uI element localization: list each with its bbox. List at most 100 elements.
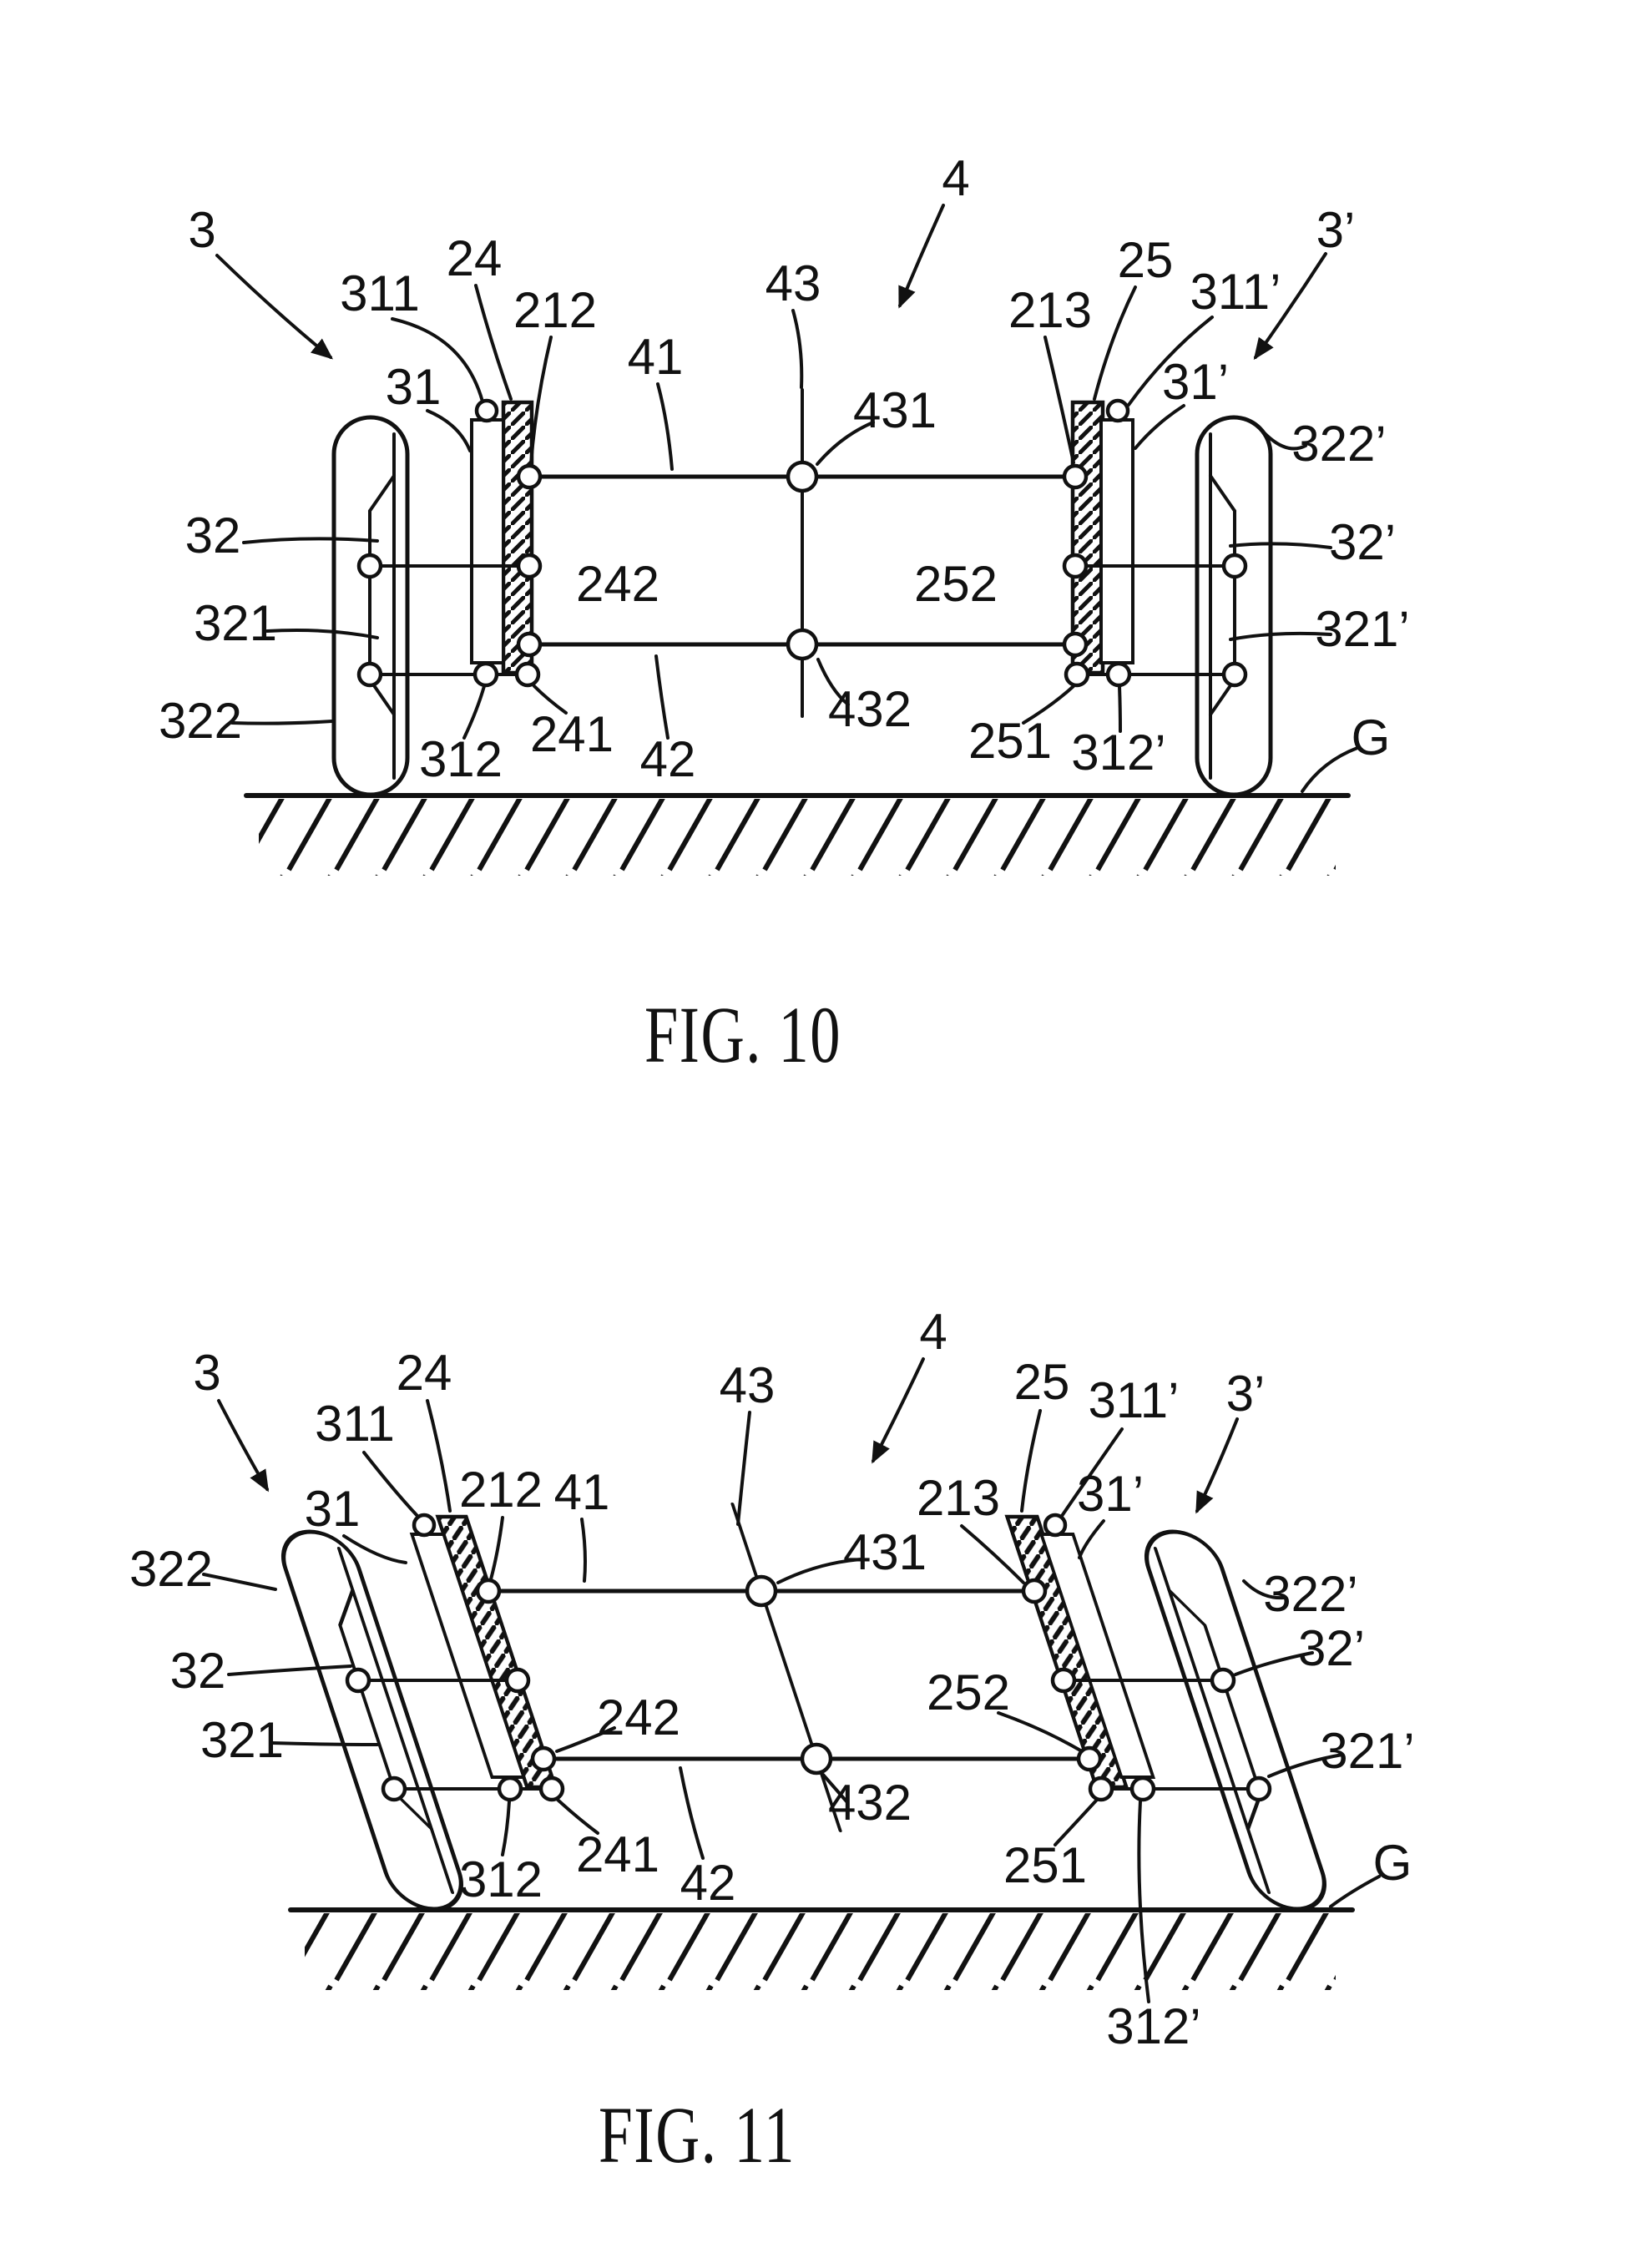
fig11-label-321: 321 [200, 1712, 284, 1768]
fig10-label-32-prime: 32’ [1329, 514, 1396, 570]
fig11-label-25: 25 [1014, 1354, 1070, 1410]
fig11-label-311: 311 [315, 1396, 395, 1452]
fig10-label-312: 312 [419, 731, 503, 787]
joint-431 [786, 460, 819, 493]
fig10-arrow-4 [898, 204, 945, 309]
joint-252 [1076, 1745, 1103, 1772]
fig11-label-432: 432 [828, 1775, 912, 1831]
fig10-label-242: 242 [576, 556, 659, 612]
fig10-label-41: 41 [628, 329, 684, 385]
fig11-labels: 3 24 311 212 41 43 4 213 25 311’ 3’ 31 3… [129, 1304, 1415, 2054]
fig10-ground-hatching [259, 799, 1336, 876]
joint-right-hub-upper [1221, 553, 1248, 579]
joint-right-hub-upper [1210, 1667, 1236, 1694]
joint-right-upper-arm [1062, 553, 1089, 579]
fig11-arrow-4 [872, 1357, 925, 1464]
fig11-label-24: 24 [397, 1345, 452, 1401]
fig11-ground [288, 1907, 1355, 1990]
fig10-label-42: 42 [640, 731, 696, 787]
fig10-arrow-3 [215, 254, 334, 360]
fig11-label-43: 43 [720, 1357, 776, 1413]
fig11-ground-hatching [305, 1913, 1336, 1990]
fig10-leader-lines [230, 284, 1359, 793]
fig11-label-322-prime: 322’ [1263, 1566, 1357, 1622]
joint-left-upper-arm [504, 1667, 531, 1694]
joint-251 [1088, 1776, 1114, 1802]
fig10-label-24: 24 [447, 230, 503, 286]
fig11-label-241: 241 [576, 1826, 659, 1882]
fig11-label-312-prime: 312’ [1106, 1998, 1200, 2054]
fig10-label-3-prime: 3’ [1316, 202, 1356, 258]
joint-242 [516, 631, 543, 658]
fig11-label-32: 32 [170, 1643, 226, 1699]
joint-right-hub-lower [1246, 1776, 1272, 1802]
fig10-label-321-prime: 321’ [1315, 601, 1409, 657]
fig11-label-312: 312 [459, 1851, 543, 1907]
fig10-label-212: 212 [513, 282, 597, 338]
fig11-label-32-prime: 32’ [1298, 1620, 1365, 1676]
fig11-joints [345, 1513, 1272, 1802]
fig11-label-311-prime: 311’ [1089, 1372, 1180, 1428]
joint-252 [1062, 631, 1089, 658]
joint-left-hub-lower [356, 661, 383, 688]
fig10-label-25: 25 [1118, 232, 1174, 288]
fig10-label-432: 432 [828, 681, 912, 737]
joint-213 [1021, 1578, 1048, 1604]
joint-312-prime [1105, 661, 1132, 688]
joint-213 [1062, 463, 1089, 490]
fig11-label-31-prime: 31’ [1077, 1466, 1144, 1522]
figure-11-caption: FIG. 11 [599, 2090, 796, 2180]
fig11-label-213: 213 [917, 1470, 1000, 1526]
fig10-labels: 3 311 24 212 41 43 4 213 25 311’ 3’ 31 4… [159, 150, 1410, 787]
fig11-label-42: 42 [680, 1855, 736, 1911]
joint-251 [1064, 661, 1090, 688]
fig11-label-41: 41 [554, 1464, 610, 1520]
fig11-mechanism-leaned [265, 1504, 1335, 1909]
fig10-label-322-prime: 322’ [1291, 416, 1386, 472]
fig10-label-312-prime: 312’ [1071, 725, 1165, 780]
fig10-label-43: 43 [765, 255, 821, 311]
fig10-label-213: 213 [1008, 282, 1092, 338]
fig10-label-311-prime: 311’ [1190, 264, 1281, 320]
joint-312 [497, 1776, 523, 1802]
joint-left-hub-upper [345, 1667, 371, 1694]
fig11-label-31: 31 [305, 1481, 361, 1537]
fig10-label-32: 32 [185, 508, 241, 563]
fig10-joints [356, 398, 1248, 688]
joint-311 [474, 398, 499, 423]
fig10-label-G: G [1352, 710, 1391, 765]
figure-10-drawing: 3 311 24 212 41 43 4 213 25 311’ 3’ 31 4… [159, 150, 1410, 1079]
joint-241 [514, 661, 541, 688]
joint-right-upper-arm [1050, 1667, 1077, 1694]
fig10-label-3: 3 [188, 202, 215, 258]
fig11-arrow-3 [217, 1399, 269, 1493]
fig11-arrow-3-prime [1195, 1417, 1239, 1514]
fig10-label-4: 4 [942, 150, 969, 206]
joint-212 [475, 1578, 502, 1604]
joint-312 [472, 661, 499, 688]
fig11-label-3-prime: 3’ [1226, 1366, 1266, 1422]
joint-left-hub-lower [381, 1776, 407, 1802]
fig10-label-251: 251 [968, 713, 1052, 769]
fig10-label-252: 252 [914, 556, 998, 612]
fig10-arrow-3-prime [1253, 252, 1327, 361]
joint-431 [745, 1574, 778, 1608]
fig11-label-242: 242 [597, 1690, 680, 1745]
fig10-label-241: 241 [530, 706, 614, 762]
fig10-label-31: 31 [386, 359, 442, 415]
joint-311 [412, 1513, 437, 1538]
fig11-label-322: 322 [129, 1541, 213, 1597]
fig10-ground [244, 793, 1351, 876]
fig10-label-311: 311 [340, 265, 420, 321]
joint-right-hub-lower [1221, 661, 1248, 688]
joint-311-prime [1043, 1513, 1068, 1538]
fig10-label-31-prime: 31’ [1162, 354, 1229, 410]
fig11-label-4: 4 [919, 1304, 947, 1360]
figure-11-drawing: 3 24 311 212 41 43 4 213 25 311’ 3’ 31 3… [129, 1304, 1415, 2180]
fig11-label-212: 212 [459, 1462, 543, 1518]
joint-left-upper-arm [516, 553, 543, 579]
joint-242 [530, 1745, 557, 1772]
joint-212 [516, 463, 543, 490]
